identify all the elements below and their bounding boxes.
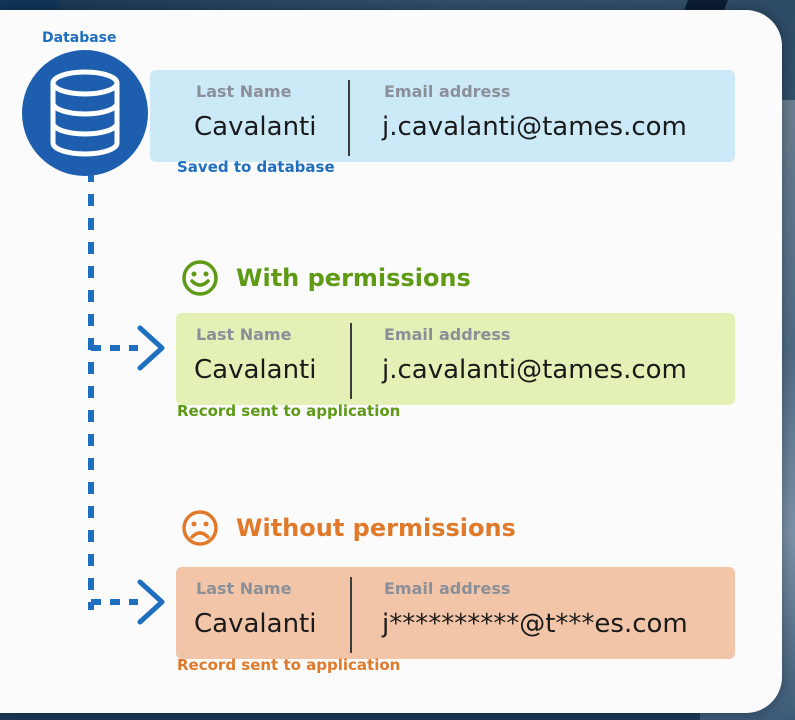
arrow-without-icon [137,579,165,625]
email-header: Email address [384,325,511,344]
top-strip [0,0,60,10]
diagram-card: Database Last Name Cavalanti Email addre… [0,10,782,713]
column-divider [350,323,352,399]
smiley-face-icon [180,258,220,304]
with-permissions-caption: Record sent to application [177,402,401,420]
last-name-value: Cavalanti [194,609,317,639]
email-header: Email address [384,579,511,598]
sad-face-icon [180,508,220,554]
last-name-value: Cavalanti [194,355,317,385]
without-permissions-caption: Record sent to application [177,656,401,674]
email-value: j.cavalanti@tames.com [382,112,687,142]
email-header: Email address [384,82,511,101]
email-value: j.cavalanti@tames.com [382,355,687,385]
without-permissions-heading: Without permissions [180,508,600,548]
database-icon [22,50,148,176]
saved-caption: Saved to database [177,158,335,176]
with-permissions-heading: With permissions [180,258,580,298]
arrow-with-icon [137,325,165,371]
column-divider [348,80,350,156]
last-name-header: Last Name [196,579,292,598]
without-permissions-record: Last Name Cavalanti Email address j*****… [176,567,735,659]
database-record: Last Name Cavalanti Email address j.cava… [150,70,735,162]
with-permissions-title: With permissions [236,264,471,292]
column-divider [350,577,352,653]
masked-email-value: j**********@t***es.com [382,609,688,639]
with-permissions-record: Last Name Cavalanti Email address j.cava… [176,313,735,405]
last-name-header: Last Name [196,82,292,101]
database-label: Database [42,30,117,46]
connector-lines [88,170,165,625]
last-name-header: Last Name [196,325,292,344]
without-permissions-title: Without permissions [236,514,516,542]
last-name-value: Cavalanti [194,112,317,142]
